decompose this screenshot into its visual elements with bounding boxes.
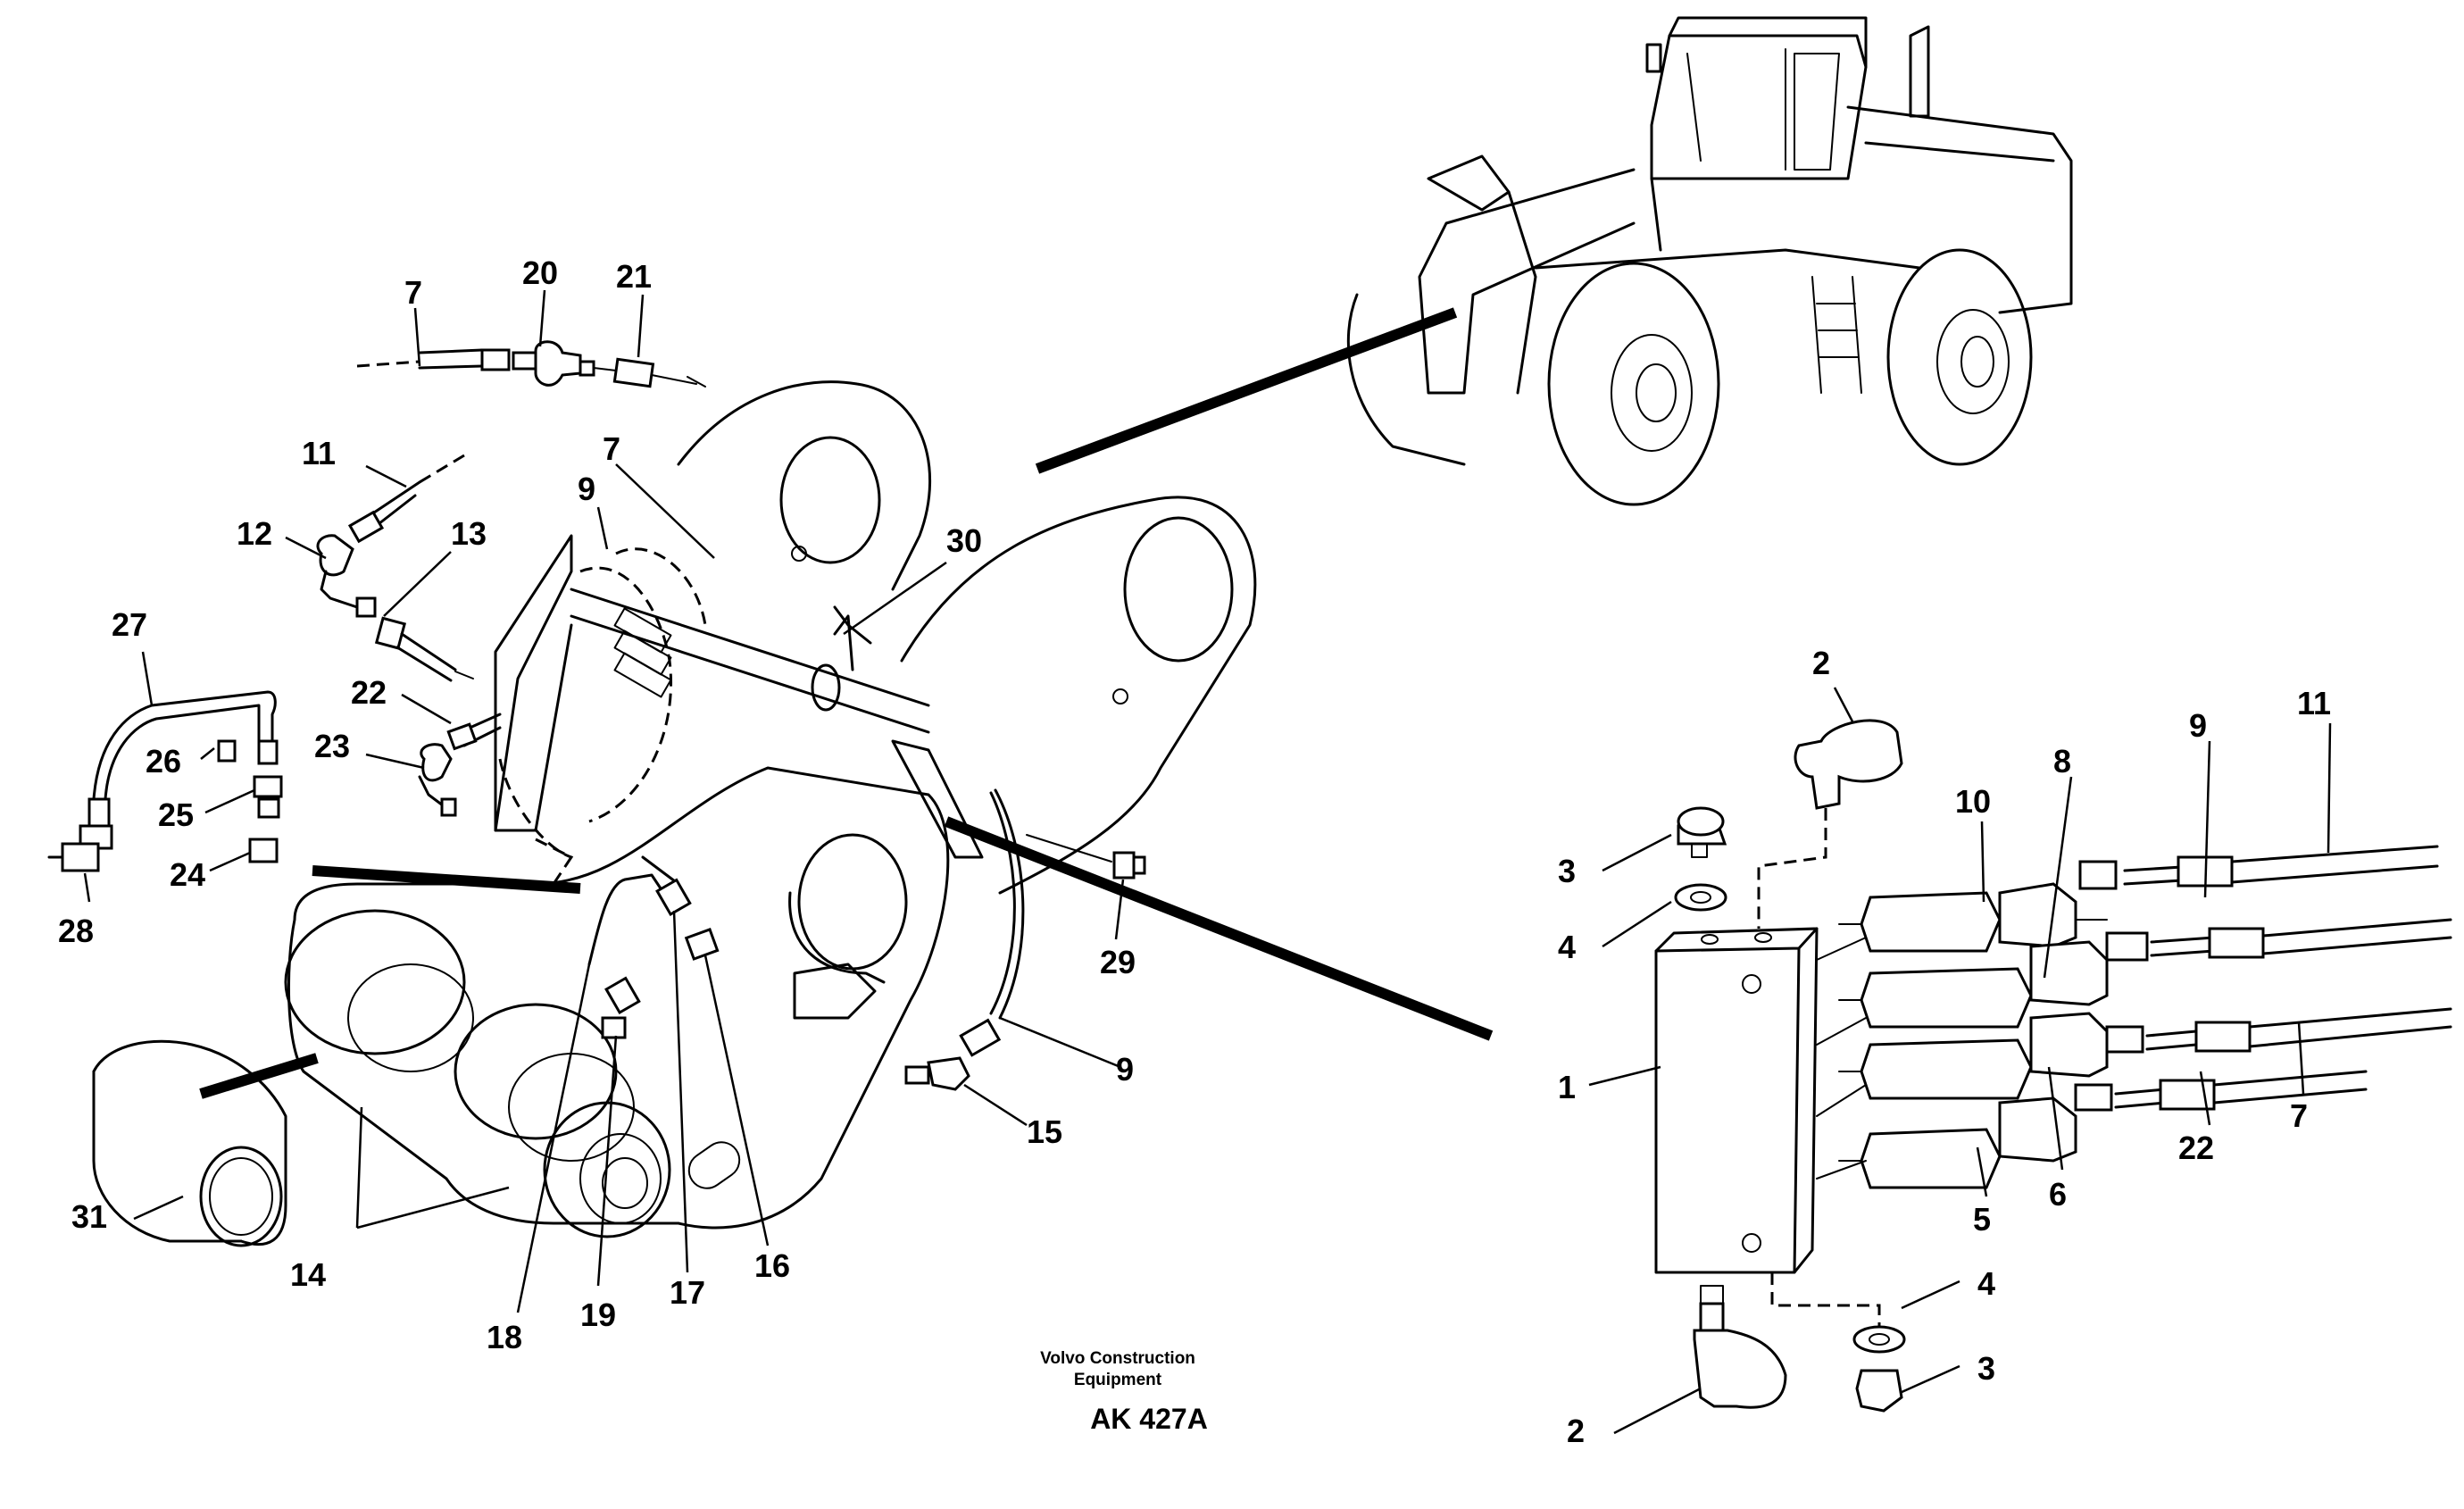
- fitting-29: [1026, 834, 1146, 880]
- callout-2-top: 2: [1812, 645, 1830, 681]
- callout-labels: 1 2 2 3 3 4 4 5 6 7 7 7 8 9 9 9 10 11 11…: [58, 254, 2331, 1449]
- callout-24: 24: [170, 856, 205, 893]
- callout-14: 14: [290, 1256, 326, 1293]
- bushing-31: [92, 1039, 287, 1247]
- callout-8: 8: [2053, 743, 2071, 780]
- callout-2-bottom: 2: [1567, 1413, 1585, 1449]
- callout-23: 23: [314, 728, 350, 764]
- callout-28: 28: [58, 913, 94, 949]
- callout-19: 19: [580, 1296, 616, 1333]
- callout-30: 30: [946, 522, 982, 559]
- callout-5: 5: [1973, 1201, 1991, 1238]
- callout-3-top: 3: [1558, 853, 1576, 889]
- callout-7-top: 7: [404, 274, 422, 311]
- callout-22-right: 22: [2178, 1130, 2214, 1166]
- callout-18: 18: [487, 1319, 522, 1355]
- callout-15: 15: [1027, 1113, 1062, 1150]
- hose-assembly-27-28: [47, 690, 283, 872]
- callout-16: 16: [754, 1247, 790, 1284]
- callout-1: 1: [1558, 1069, 1576, 1105]
- callout-9-bottom: 9: [1116, 1051, 1134, 1088]
- pressure-switch-row-4: [1838, 1083, 2113, 1189]
- callout-10: 10: [1955, 783, 1991, 820]
- callout-31: 31: [71, 1198, 107, 1235]
- callout-20: 20: [522, 254, 558, 291]
- leader-lines: [83, 289, 2332, 1435]
- pointer-line-fitting-group: [312, 865, 581, 894]
- fittings-16-19: [587, 855, 720, 1039]
- callout-25: 25: [158, 796, 194, 833]
- callout-6: 6: [2049, 1176, 2067, 1213]
- clamp-30: [833, 605, 872, 645]
- callout-7-mid: 7: [603, 430, 620, 467]
- callout-9-top: 9: [578, 471, 595, 507]
- pressure-switch-row-3: [1838, 1012, 2144, 1100]
- valve-block-assembly: [1654, 719, 2452, 1413]
- callout-27: 27: [112, 606, 147, 643]
- callout-29: 29: [1100, 944, 1136, 980]
- callout-9-right: 9: [2189, 707, 2207, 744]
- callout-11-left: 11: [302, 435, 336, 471]
- pressure-switch-row-1: [1838, 860, 2118, 953]
- lift-arm-bracket: [284, 380, 1257, 1238]
- callout-26: 26: [146, 743, 181, 780]
- callout-22-left: 22: [351, 674, 387, 711]
- callout-7-right: 7: [2290, 1097, 2308, 1134]
- caption-manufacturer-line1: Volvo Construction: [1040, 1349, 1195, 1368]
- pointer-line-valve-block: [944, 816, 1494, 1041]
- callout-11-right: 11: [2297, 685, 2331, 721]
- pointer-line-loader: [1035, 307, 1458, 474]
- caption-figure-code: AK 427A: [1090, 1403, 1208, 1435]
- callout-4-top: 4: [1558, 929, 1576, 965]
- hose-assembly-7-20-21: [356, 340, 706, 388]
- caption-manufacturer-line2: Equipment: [1074, 1371, 1162, 1389]
- callout-12: 12: [237, 515, 272, 552]
- callout-13: 13: [451, 515, 487, 552]
- callout-3-bottom: 3: [1977, 1350, 1995, 1387]
- callout-17: 17: [670, 1274, 705, 1311]
- pressure-switch-row-2: [1838, 931, 2149, 1029]
- figure-caption: Volvo Construction Equipment AK 427A: [1040, 1349, 1208, 1435]
- pointer-line-bushing: [199, 1053, 319, 1099]
- callout-4-bottom: 4: [1977, 1265, 1995, 1302]
- fitting-15: [904, 1018, 1002, 1091]
- wheel-loader-illustration: [1346, 16, 2073, 506]
- hose-assembly-11-12-13: [316, 454, 474, 682]
- hose-assembly-22-23: [418, 713, 502, 817]
- callout-21: 21: [616, 258, 652, 295]
